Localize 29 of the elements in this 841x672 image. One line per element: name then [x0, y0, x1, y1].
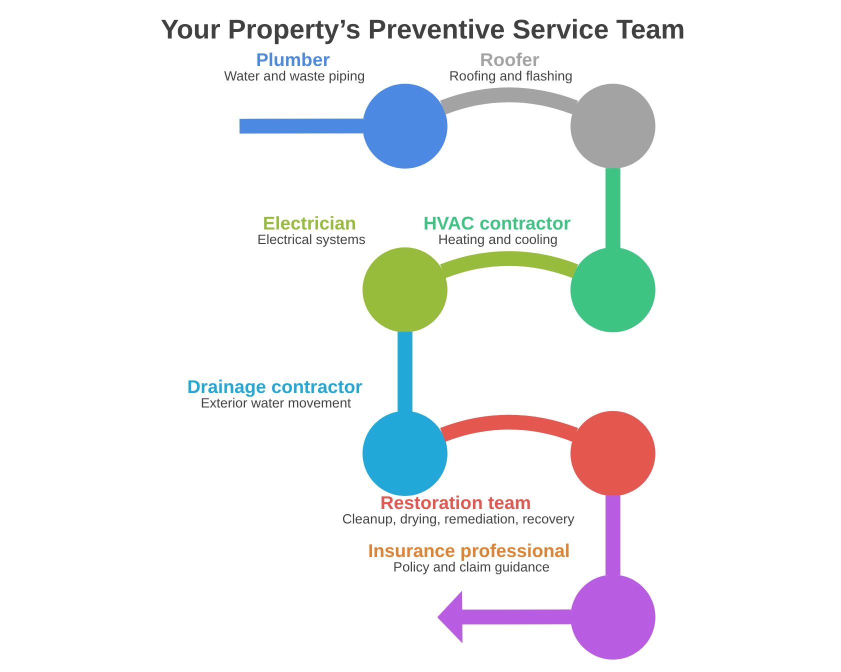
node-label: Cleanup, drying, remediation, recovery	[342, 511, 574, 526]
node-circle	[570, 411, 655, 496]
node-circle	[570, 84, 655, 169]
connector	[605, 168, 620, 248]
node-circle	[570, 574, 655, 660]
node-label: Roofing and flashing	[448, 68, 572, 84]
node-circle	[362, 411, 447, 496]
node-circle	[570, 247, 655, 332]
node-label: Restoration team	[380, 492, 531, 513]
node-label: Water and waste piping	[224, 68, 364, 84]
connector	[440, 87, 578, 115]
diagram-title: Your Property’s Preventive Service Team	[160, 14, 684, 44]
connector	[238, 118, 363, 134]
node-label: HVAC contractor	[422, 212, 570, 234]
node-label: Roofer	[480, 48, 539, 70]
arrow	[436, 590, 570, 644]
connector	[605, 495, 620, 576]
connector	[397, 332, 412, 412]
node-circle	[362, 84, 447, 169]
node-label: Insurance professional	[368, 540, 570, 561]
node-label: Drainage contractor	[186, 376, 362, 398]
node-label: Plumber	[256, 48, 330, 70]
connector	[440, 251, 578, 278]
connector	[440, 414, 578, 442]
node-circle	[362, 247, 447, 332]
node-label: Heating and cooling	[438, 232, 558, 248]
node-label: Electrician	[262, 212, 356, 234]
node-label: Electrical systems	[256, 232, 366, 248]
node-label: Exterior water movement	[200, 396, 350, 411]
